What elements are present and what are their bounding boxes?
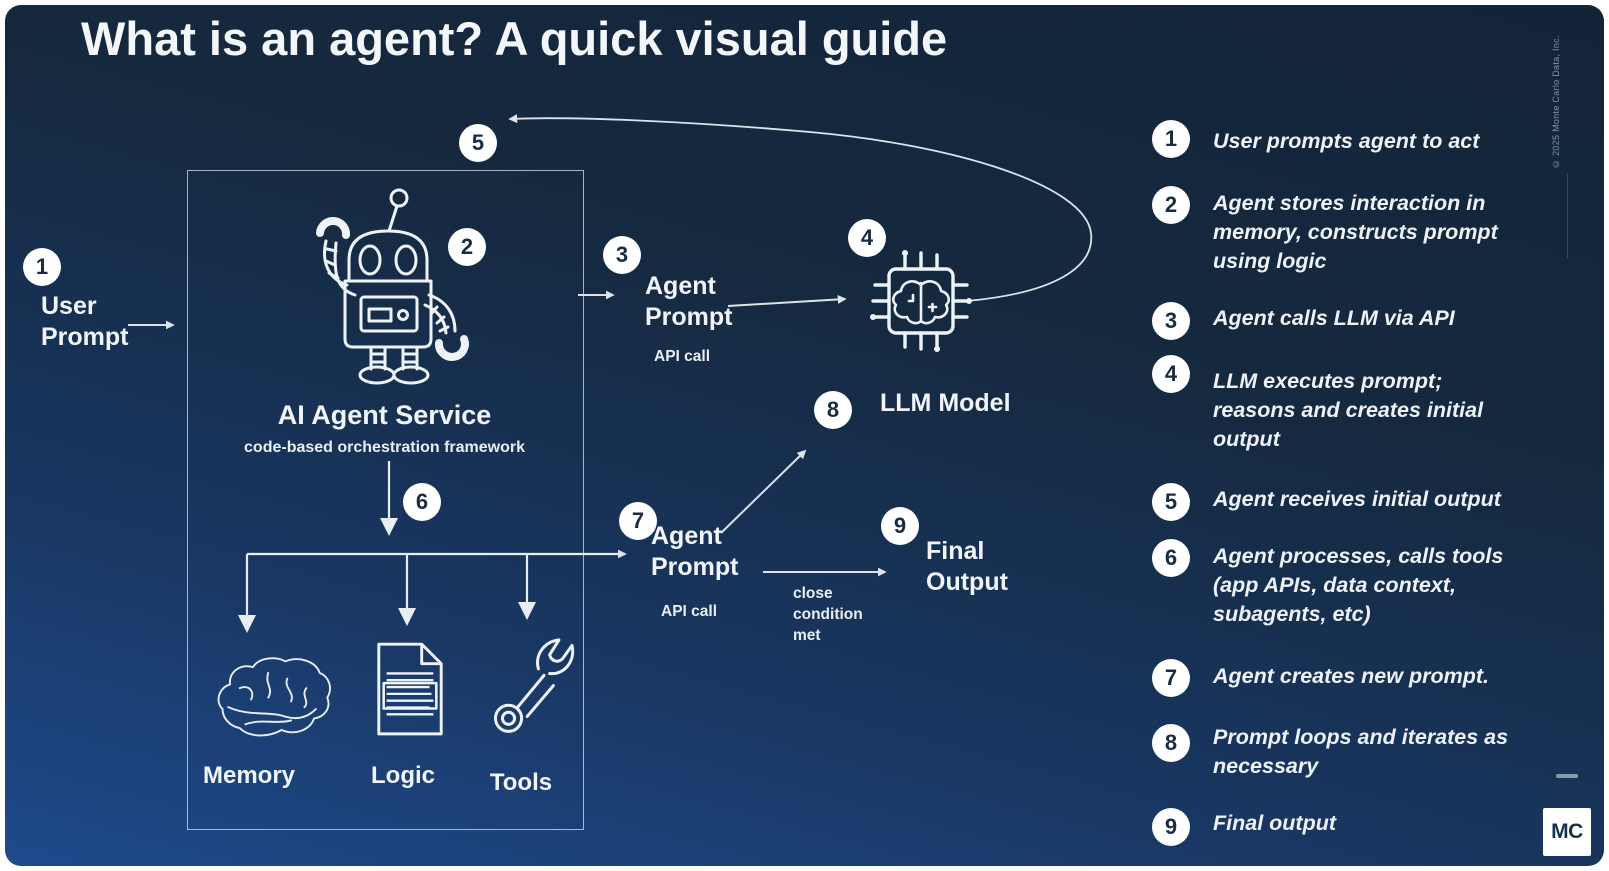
llm-model-label: LLM Model [880,389,1011,417]
tools-label: Tools [489,769,553,796]
document-logic-icon [377,642,443,736]
arrow-agent-prompt-to-llm [727,294,847,307]
step-badge-1: 1 [23,248,61,286]
legend-badge-7: 7 [1152,659,1190,697]
logic-label: Logic [371,762,435,789]
page-title: What is an agent? A quick visual guide [81,12,948,65]
legend-badge-1: 1 [1152,120,1190,158]
legend-item-2: Agent stores interaction in memory, cons… [1213,191,1498,273]
api-call-first-label: API call [654,348,710,365]
llm-chip-icon [870,250,972,352]
legend-item-5: Agent receives initial output [1213,487,1501,511]
legend-badge-2: 2 [1152,186,1190,224]
final-output-label: Final Output [926,537,1008,596]
user-prompt-label: User Prompt [41,292,129,351]
step-badge-6: 6 [403,483,441,521]
legend-item-9: Final output [1213,811,1336,835]
legend-badge-5: 5 [1152,483,1190,521]
service-subtitle: code-based orchestration framework [244,439,525,456]
step-badge-9: 9 [881,507,919,545]
agent-prompt-loop-label: Agent Prompt [651,522,739,581]
memory-label: Memory [202,762,296,789]
agent-prompt-first-label: Agent Prompt [645,272,733,331]
wrench-tools-icon [493,638,575,733]
robot-icon [316,188,469,385]
legend-item-6: Agent processes, calls tools (app APIs, … [1213,544,1504,626]
legend-item-1: User prompts agent to act [1213,129,1480,153]
monte-carlo-logo: MC [1543,808,1591,856]
legend-item-3: Agent calls LLM via API [1213,306,1455,330]
step-badge-2: 2 [448,228,486,266]
legend-badge-9: 9 [1152,808,1190,846]
arrow-loop-llm-to-agent [508,114,1093,302]
step-badge-7: 7 [619,502,657,540]
legend-badge-6: 6 [1152,539,1190,577]
api-call-loop-label: API call [661,603,717,620]
slide-background: What is an agent? A quick visual guide 1… [5,5,1604,866]
decorative-dash [1556,774,1578,778]
close-condition-label: close condition met [793,585,863,644]
step-badge-4: 4 [848,219,886,257]
brain-memory-icon [217,657,331,737]
ai-agent-service-box [187,170,584,830]
legend-item-4: LLM executes prompt; reasons and creates… [1213,369,1484,451]
connector-arrows-layer [128,114,1093,633]
edge-divider-line [1567,173,1568,258]
legend-badge-8: 8 [1152,724,1190,762]
arrow-agent-prompt-iterate [720,449,807,534]
legend-item-8: Prompt loops and iterates as necessary [1213,725,1509,778]
legend-item-7: Agent creates new prompt. [1213,664,1489,688]
legend-badge-4: 4 [1152,355,1190,393]
legend-badge-3: 3 [1152,302,1190,340]
service-title: AI Agent Service [277,400,492,430]
step-badge-8: 8 [814,391,852,429]
copyright-text: © 2025 Monte Carlo Data, Inc. [1551,35,1561,169]
step-badge-5: 5 [459,124,497,162]
step-badge-3: 3 [603,236,641,274]
